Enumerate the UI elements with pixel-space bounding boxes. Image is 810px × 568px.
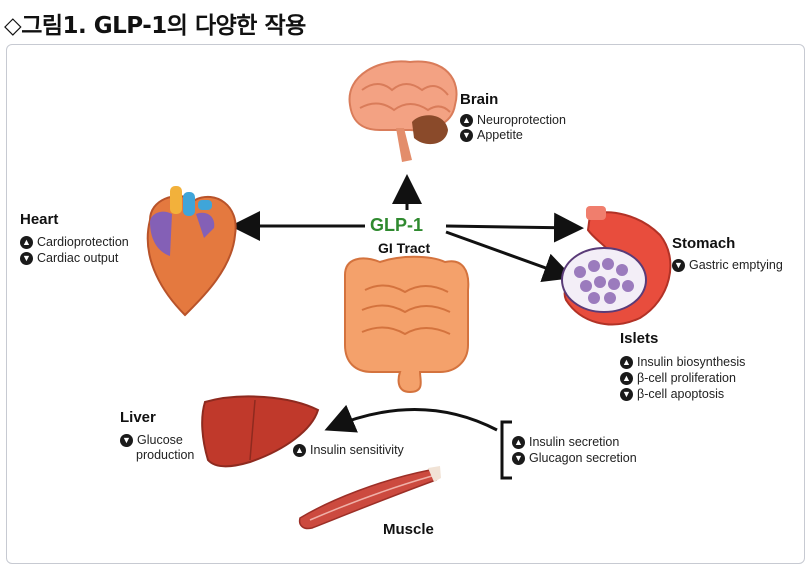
arrow-to-islets — [445, 230, 574, 282]
muscle-icon — [298, 466, 441, 530]
up-arrow-icon: ▲ — [620, 355, 633, 369]
islets-effect-2: ▲ β-cell proliferation — [620, 371, 736, 385]
islets-label: Islets — [620, 330, 659, 347]
insulin-secretion: ▲ Insulin secretion — [512, 435, 619, 449]
up-arrow-icon: ▲ — [460, 113, 473, 127]
up-arrow-icon: ▲ — [20, 235, 33, 249]
down-arrow-icon: ▼ — [512, 451, 525, 465]
arrow-to-liver — [324, 404, 498, 433]
heart-label: Heart — [20, 211, 59, 228]
pancreas-bracket — [500, 420, 512, 480]
brain-effect-2: ▼ Appetite — [460, 128, 523, 142]
heart-icon — [146, 186, 237, 317]
down-arrow-icon: ▼ — [460, 128, 473, 142]
up-arrow-icon: ▲ — [620, 371, 633, 385]
liver-label: Liver — [120, 409, 156, 426]
down-arrow-icon: ▼ — [120, 433, 133, 447]
gi-tract-label: GI Tract — [378, 240, 431, 256]
stomach-effect-1: ▼ Gastric emptying — [672, 258, 783, 272]
liver-effect-1: ▼ Glucose — [120, 433, 183, 447]
liver-icon — [201, 395, 320, 468]
gi-tract-icon — [344, 255, 470, 394]
figure-frame — [6, 44, 805, 564]
arrow-to-stomach — [445, 212, 584, 243]
islets-effect-1: ▲ Insulin biosynthesis — [620, 355, 745, 369]
heart-effect-1: ▲ Cardioprotection — [20, 235, 129, 249]
up-arrow-icon: ▲ — [512, 435, 525, 449]
glp1-label: GLP-1 — [370, 215, 424, 235]
stomach-label: Stomach — [672, 235, 736, 252]
figure-title: ◇그림1. GLP-1의 다양한 작용 — [4, 13, 306, 39]
down-arrow-icon: ▼ — [20, 251, 33, 265]
brain-label: Brain — [460, 91, 499, 108]
muscle-label: Muscle — [383, 521, 434, 538]
muscle-effect-1: ▲ Insulin sensitivity — [293, 443, 404, 457]
islets-effect-3: ▼ β-cell apoptosis — [620, 387, 724, 401]
heart-effect-2: ▼ Cardiac output — [20, 251, 118, 265]
brain-icon — [348, 60, 458, 162]
up-arrow-icon: ▲ — [293, 443, 306, 457]
down-arrow-icon: ▼ — [620, 387, 633, 401]
down-arrow-icon: ▼ — [672, 258, 685, 272]
liver-effect-1-cont: production — [136, 448, 195, 462]
brain-effect-1: ▲ Neuroprotection — [460, 113, 566, 127]
glucagon-secretion: ▼ Glucagon secretion — [512, 451, 637, 465]
islets-icon — [561, 247, 647, 313]
